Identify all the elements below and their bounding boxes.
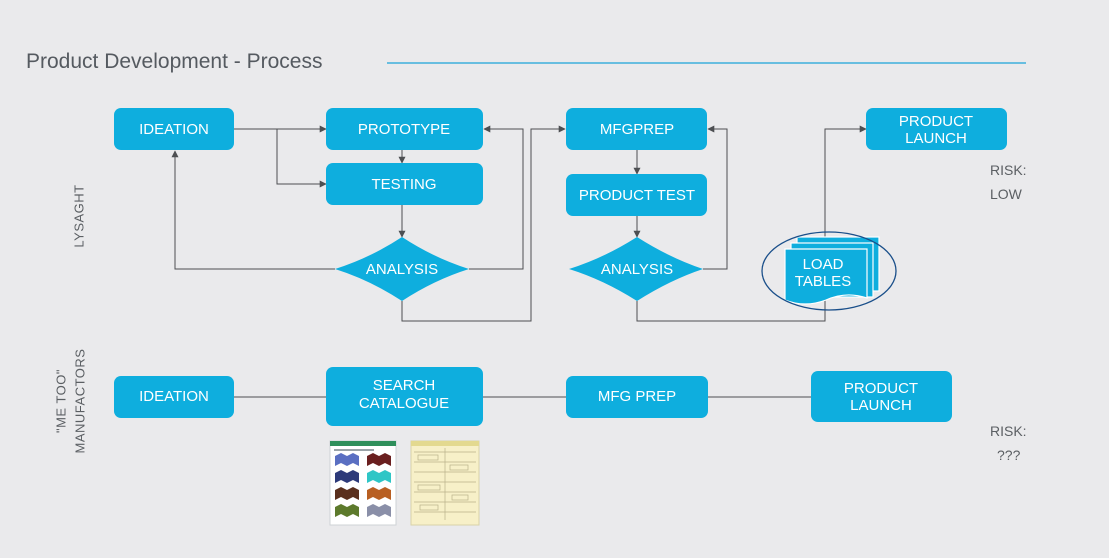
connector-analysis2-launch	[636, 125, 867, 322]
profile-swatch-grey	[367, 504, 391, 517]
node-analysis-2: ANALYSIS	[569, 237, 703, 301]
node-label-line2: LAUNCH	[850, 397, 912, 414]
node-label-line2: LAUNCH	[905, 130, 967, 147]
node-product-launch-top: PRODUCT LAUNCH	[866, 108, 1007, 150]
lane-label-manufactors: MANUFACTORS	[72, 349, 87, 454]
risk-label-bottom: RISK:	[990, 423, 1027, 439]
profile-swatch-navy	[335, 470, 359, 483]
node-label-line1: LOAD	[803, 256, 844, 273]
profile-swatch-olive	[335, 504, 359, 517]
node-prototype: PROTOTYPE	[326, 108, 483, 150]
node-label: ANALYSIS	[366, 261, 438, 278]
node-label-line1: PRODUCT	[899, 113, 973, 130]
node-mfg-prep-bottom: MFG PREP	[566, 376, 708, 418]
node-label-line1: SEARCH	[373, 377, 436, 394]
node-label: PRODUCT TEST	[579, 187, 695, 204]
node-ideation-bottom: IDEATION	[114, 376, 234, 418]
node-label: MFGPREP	[600, 121, 674, 138]
page-title: Product Development - Process	[26, 50, 322, 73]
node-label: MFG PREP	[598, 388, 676, 405]
node-label: ANALYSIS	[601, 261, 673, 278]
node-mfgprep: MFGPREP	[566, 108, 707, 150]
connector-ideation-testing	[276, 129, 327, 188]
profile-swatch-teal	[367, 470, 391, 483]
node-analysis-1: ANALYSIS	[335, 237, 469, 301]
node-label: IDEATION	[139, 121, 209, 138]
node-label: TESTING	[371, 176, 436, 193]
connector-analysis-prototype	[469, 125, 524, 270]
profile-swatch-brown	[335, 487, 359, 500]
profile-swatch-maroon	[367, 453, 391, 466]
lane-label-me-too: "ME TOO"	[53, 369, 68, 433]
connector-analysis-ideation	[171, 150, 335, 270]
node-load-tables: LOAD TABLES	[761, 231, 897, 311]
node-label-line2: TABLES	[795, 273, 851, 290]
node-product-launch-bottom: PRODUCT LAUNCH	[811, 371, 952, 422]
catalogue-thumbnail-datasheet	[410, 440, 480, 526]
node-label: IDEATION	[139, 388, 209, 405]
node-product-test: PRODUCT TEST	[566, 174, 707, 216]
node-testing: TESTING	[326, 163, 483, 205]
risk-value-top: LOW	[990, 186, 1023, 202]
top-lane-connectors	[171, 125, 867, 322]
node-search-catalogue: SEARCH CATALOGUE	[326, 367, 483, 426]
profile-swatch-orange	[367, 487, 391, 500]
risk-label-top: RISK:	[990, 162, 1027, 178]
catalogue-thumbnail-profiles	[329, 440, 397, 526]
lane-label-lysaght: LYSAGHT	[71, 184, 86, 247]
connector-analysis2-mfgprep	[703, 125, 728, 270]
node-ideation-top: IDEATION	[114, 108, 234, 150]
profile-swatch-purple	[335, 453, 359, 466]
node-label-line1: PRODUCT	[844, 380, 918, 397]
risk-value-bottom: ???	[997, 447, 1021, 463]
node-label-line2: CATALOGUE	[359, 395, 449, 412]
node-label: PROTOTYPE	[358, 121, 450, 138]
connector-analysis-mfgprep	[401, 125, 566, 322]
load-tables-highlight	[761, 231, 897, 311]
